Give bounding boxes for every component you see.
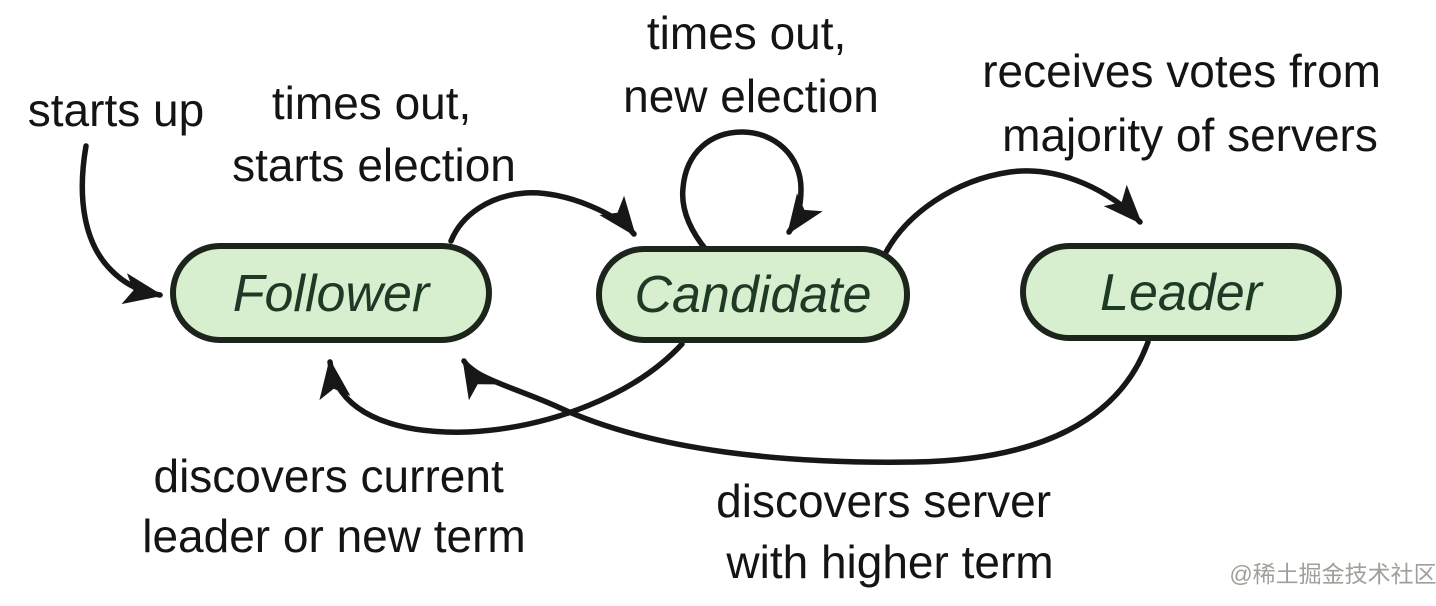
label-line: discovers current [153,450,503,502]
edge-leader-to-follower [461,339,1151,465]
label-times-out-starts-election: times out, starts election [232,77,516,191]
transition-edges [79,129,1151,465]
watermark-text: @稀土掘金技术社区 [1229,561,1436,587]
state-label-candidate: Candidate [634,266,871,324]
state-pill-leader [1020,243,1342,341]
edge-candidate-to-follower [319,341,685,435]
edge-candidate-self-loop [679,129,823,254]
state-pill-follower [170,243,492,343]
label-receives-votes: receives votes from majority of servers [982,45,1394,161]
state-label-leader: Leader [1100,264,1265,322]
label-starts-up: starts up [28,84,204,136]
state-candidate: Candidate [596,246,910,343]
state-label-follower: Follower [233,265,432,323]
state-leader: Leader [1020,243,1342,341]
label-line: times out, [272,77,471,129]
label-line: new election [623,70,879,122]
label-line: starts up [28,84,204,136]
label-line: majority of servers [1002,109,1378,161]
edge-candidate-to-leader [881,168,1143,259]
state-follower: Follower [170,243,492,343]
label-line: starts election [232,139,516,191]
edge-starts-up [79,143,164,305]
label-times-out-new-election: times out, new election [623,7,879,122]
edge-follower-to-candidate [448,190,637,244]
transition-labels: starts up times out, starts election tim… [28,7,1394,588]
label-line: with higher term [725,536,1053,588]
label-line: discovers server [716,475,1051,527]
label-discovers-higher-term: discovers server with higher term [716,475,1064,588]
label-line: receives votes from [982,45,1381,97]
label-discovers-current-leader: discovers current leader or new term [142,450,526,562]
state-pill-candidate [596,246,910,343]
label-line: times out, [647,7,846,59]
label-line: leader or new term [142,510,526,562]
